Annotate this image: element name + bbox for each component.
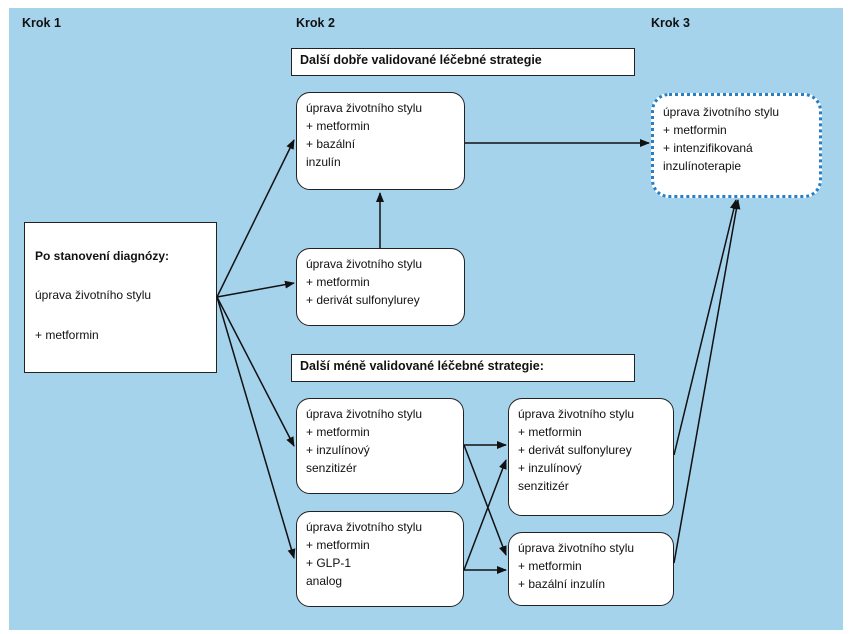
box-line: úprava životního stylu	[663, 105, 780, 119]
box-line: + metformin	[518, 559, 582, 573]
box-line: analog	[306, 574, 343, 588]
box-line: + inzulínový	[518, 461, 582, 475]
box-line: úprava životního stylu	[306, 257, 423, 271]
arrow-sensitizer-to-basal2	[463, 444, 507, 556]
diagnosis-line-1: úprava životního stylu	[35, 288, 152, 302]
box-line: + metformin	[306, 425, 370, 439]
arrow-basal2-to-intensified	[673, 199, 741, 564]
header-well-validated: Další dobře validované léčebné strategie	[291, 48, 635, 76]
box-line: úprava životního stylu	[306, 101, 423, 115]
box-line: úprava životního stylu	[306, 520, 423, 534]
box-line: + GLP-1	[306, 556, 352, 570]
box-line: + derivát sulfonylurey	[518, 443, 632, 457]
strategy-box-sulfonylurea-sensitizer: úprava životního stylu + metformin + der…	[508, 398, 674, 516]
strategy-box-basal-insulin-2: úprava životního stylu + metformin + baz…	[508, 532, 674, 606]
box-line: + metformin	[306, 538, 370, 552]
strategy-box-glp1-analog: úprava životního stylu + metformin + GLP…	[296, 511, 464, 607]
box-line: inzulínoterapie	[663, 159, 742, 173]
strategy-box-insulin-sensitizer: úprava životního stylu + metformin + inz…	[296, 398, 464, 494]
strategy-box-basal-insulin: úprava životního stylu + metformin + baz…	[296, 92, 465, 190]
arrow-start-to-basal	[216, 139, 295, 298]
box-line: senzitizér	[306, 461, 357, 475]
box-line: + bazální	[306, 137, 356, 151]
step-3-label: Krok 3	[651, 16, 690, 30]
arrow-sulf-sens-to-intensified	[673, 199, 738, 456]
arrow-start-to-sensitizer	[216, 296, 295, 447]
box-line: + intenzifikovaná	[663, 141, 753, 155]
box-line: úprava životního stylu	[518, 541, 635, 555]
box-line: + metformin	[518, 425, 582, 439]
box-line: senzitizér	[518, 479, 569, 493]
step-1-label: Krok 1	[22, 16, 61, 30]
box-line: + bazální inzulín	[518, 577, 606, 591]
arrow-start-to-sulfonyl	[216, 280, 295, 298]
step-2-label: Krok 2	[296, 16, 335, 30]
header-less-validated: Další méně validované léčebné strategie:	[291, 354, 635, 382]
box-line: + metformin	[306, 275, 370, 289]
box-line: + inzulínový	[306, 443, 370, 457]
box-line: úprava životního stylu	[518, 407, 635, 421]
box-line: + derivát sulfonylurey	[306, 293, 420, 307]
diagnosis-line-2: + metformin	[35, 328, 99, 342]
box-line: úprava životního stylu	[306, 407, 423, 421]
box-line: inzulín	[306, 155, 341, 169]
box-line: + metformin	[663, 123, 727, 137]
diagnosis-title: Po stanovení diagnózy:	[35, 249, 170, 263]
arrow-start-to-glp1	[216, 296, 296, 559]
arrow-glp1-to-sulf-sens	[463, 459, 507, 571]
diagnosis-box: Po stanovení diagnózy: úprava životního …	[24, 222, 217, 373]
strategy-box-sulfonylurea: úprava životního stylu + metformin + der…	[296, 248, 465, 326]
strategy-box-intensified-insulin: úprava životního stylu + metformin + int…	[651, 93, 822, 198]
box-line: + metformin	[306, 119, 370, 133]
